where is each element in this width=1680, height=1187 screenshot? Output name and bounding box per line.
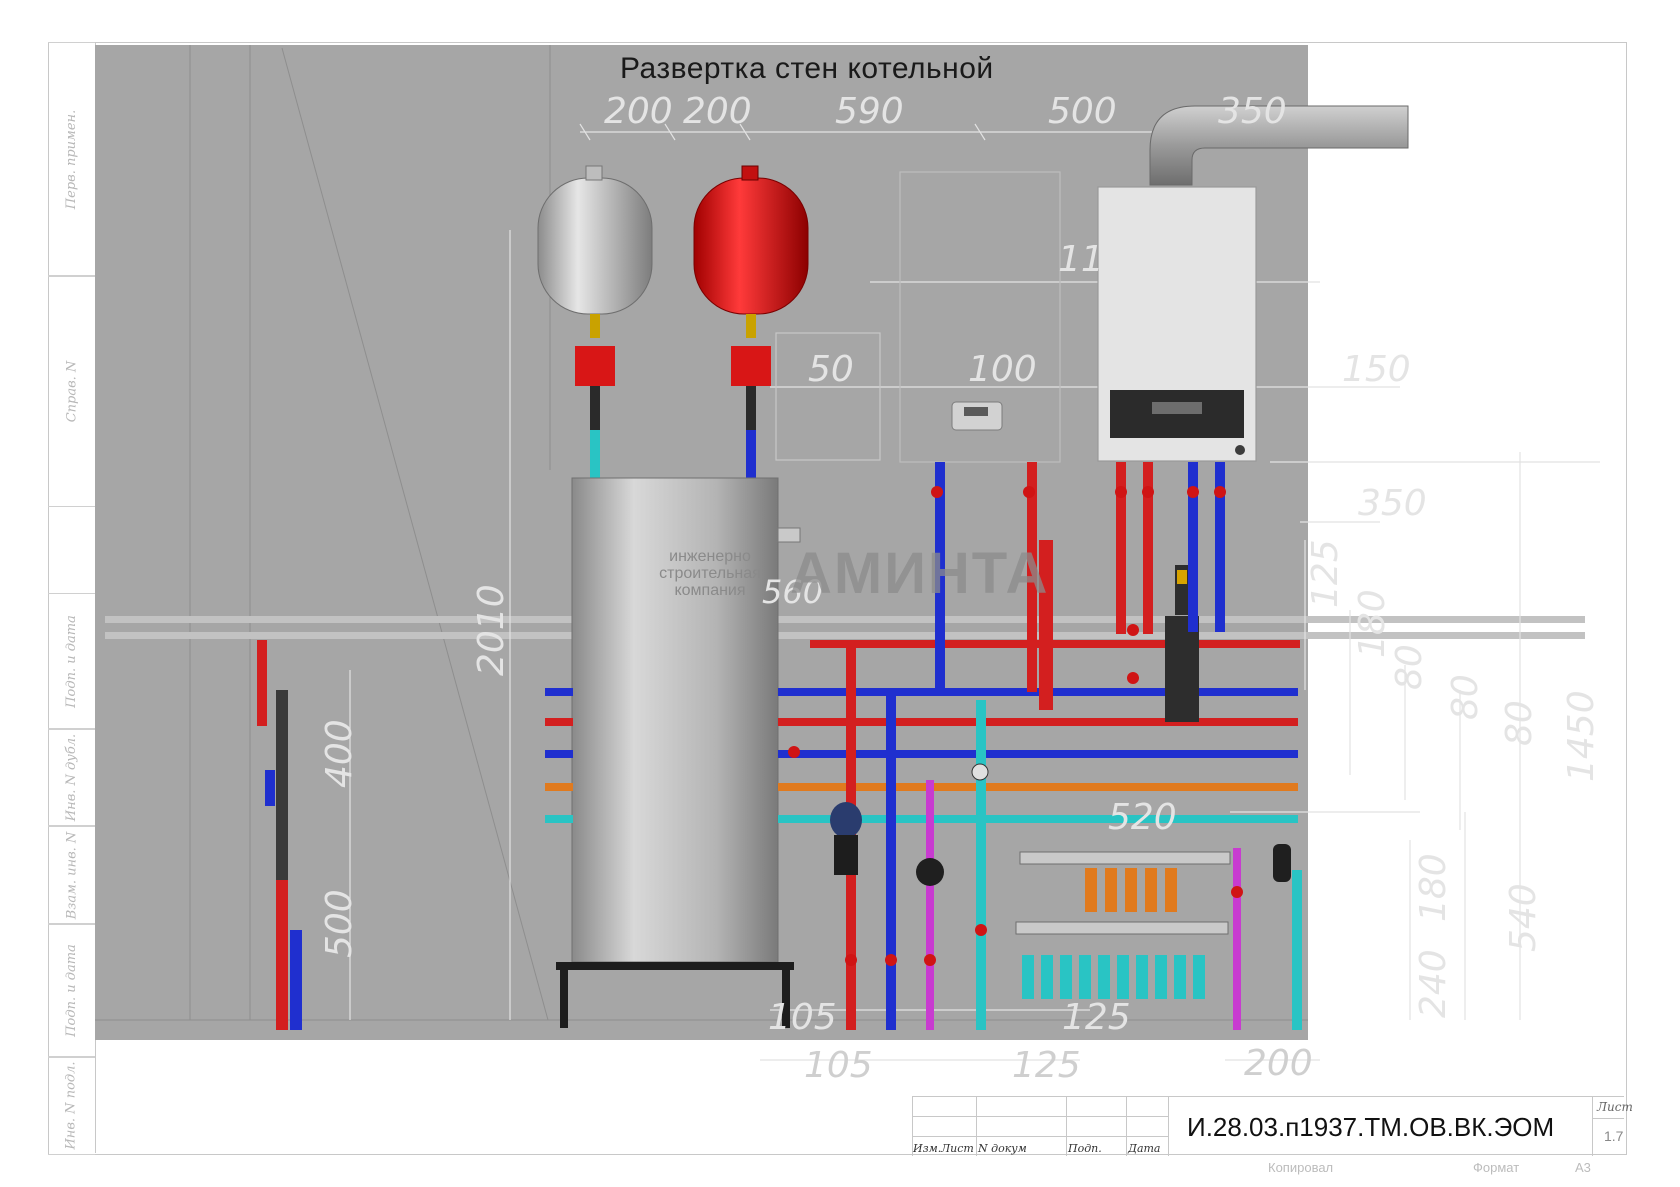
stamp-side-cell: Перв. примен.	[48, 42, 95, 277]
format-value: А3	[1575, 1160, 1591, 1175]
dimension-label: 500	[319, 889, 360, 958]
hydraulic-separator	[1165, 616, 1199, 722]
flue-pipe	[1149, 105, 1409, 186]
circulation-pump	[830, 802, 862, 838]
indirect-water-heater	[556, 477, 801, 1028]
copied-by-label: Копировал	[1268, 1160, 1334, 1175]
dimension-label: 125	[1012, 1045, 1081, 1086]
dimension-label: 125	[1062, 997, 1131, 1038]
dimension-label: 2010	[471, 584, 512, 676]
safety-group	[731, 346, 771, 386]
sheet-label: Лист	[1597, 1100, 1633, 1114]
dimension-label: 520	[1108, 797, 1177, 838]
dimension-label: 125	[1305, 539, 1346, 608]
dimension-label: 240	[1413, 949, 1454, 1018]
dimension-label: 100	[968, 349, 1037, 390]
dimension-label: 80	[1389, 644, 1430, 690]
sheet-number: 1.7	[1604, 1128, 1624, 1144]
dimension-label: 350	[1358, 483, 1427, 524]
dimension-label: 180	[1413, 853, 1454, 922]
dimension-label: 105	[768, 997, 837, 1038]
dimension-label: 200	[604, 91, 673, 132]
cold-water-pipe	[778, 815, 1298, 823]
dimension-label: 105	[804, 1045, 873, 1086]
dimension-label: 200	[1244, 1043, 1313, 1084]
title-block-divider	[1168, 1096, 1169, 1156]
title-block-divider	[1592, 1118, 1624, 1119]
dimension-label: 150	[1342, 349, 1411, 390]
water-meter	[916, 858, 944, 886]
dimension-label: 180	[1352, 589, 1393, 658]
title-block-divider	[912, 1116, 1168, 1117]
stamp-column-sheet: Лист	[941, 1142, 974, 1155]
left-water-riser	[257, 640, 302, 1030]
stamp-column-signature: Подп.	[1068, 1142, 1102, 1155]
dimension-label: 500	[1048, 91, 1117, 132]
title-block-divider	[1592, 1096, 1593, 1156]
return-header	[545, 688, 1298, 758]
format-label: Формат	[1473, 1160, 1520, 1175]
dimension-label: 80	[1499, 700, 1540, 746]
watermark-logo: АМИНТА	[790, 541, 1050, 606]
expansion-vessel-red	[693, 165, 809, 338]
pressure-gauge	[971, 763, 989, 781]
dimension-label: 1110	[1058, 239, 1150, 280]
dimension-label: 560	[762, 573, 824, 611]
title-block-divider	[912, 1136, 1168, 1137]
expansion-vessel-silver	[537, 165, 653, 338]
stamp-side-cell: Инв. N подл.	[48, 1056, 95, 1155]
dimension-label: 200	[683, 91, 752, 132]
ball-valves	[788, 486, 1243, 966]
wall-rail	[105, 616, 1585, 623]
stamp-column-doc-number: N докум	[978, 1142, 1027, 1155]
control-panel-outline	[775, 332, 881, 461]
dimension-label: 400	[319, 719, 360, 788]
dimension-label: 590	[835, 91, 904, 132]
stamp-column-change: Изм.	[913, 1142, 942, 1155]
dimension-label: 1450	[1561, 690, 1602, 782]
dimension-label: 350	[1218, 91, 1287, 132]
document-code: И.28.03.п1937.ТМ.ОВ.ВК.ЭОМ	[1187, 1112, 1555, 1142]
pump-group-drops	[846, 640, 1302, 1030]
title-block-divider	[1126, 1096, 1127, 1156]
drawing-title: Развертка стен котельной	[620, 52, 994, 85]
boiler-connection-pipes	[1116, 462, 1225, 634]
underfloor-manifold-return	[1015, 921, 1229, 999]
wall-rail	[105, 632, 1585, 639]
stamp-side-cell: Взам. инв. N	[48, 825, 95, 925]
title-block-divider	[912, 1096, 913, 1156]
underfloor-manifold-supply	[1019, 851, 1231, 912]
supply-header	[545, 640, 1300, 726]
cabinet-outline	[899, 171, 1061, 463]
watermark-company-text: инженерно строительная компания	[659, 548, 761, 599]
title-block-divider	[976, 1096, 977, 1156]
title-block	[912, 1096, 1624, 1157]
title-block-divider	[1066, 1096, 1067, 1156]
stamp-side-cell: Подп. и дата	[48, 923, 95, 1058]
stamp-side-cell: Инв. N дубл.	[48, 728, 95, 827]
dimension-label: 540	[1503, 883, 1544, 952]
stamp-side-cell: Справ. N	[48, 275, 95, 507]
safety-group	[575, 346, 615, 386]
stamp-side-cell: Подп. и дата	[48, 593, 95, 730]
stamp-column-date: Дата	[1128, 1142, 1161, 1155]
dhw-recirculation-pipe	[778, 783, 1298, 791]
dimension-label: 80	[1445, 674, 1486, 720]
sheet-frame	[48, 42, 1627, 1155]
dimension-label: 50	[808, 349, 854, 390]
